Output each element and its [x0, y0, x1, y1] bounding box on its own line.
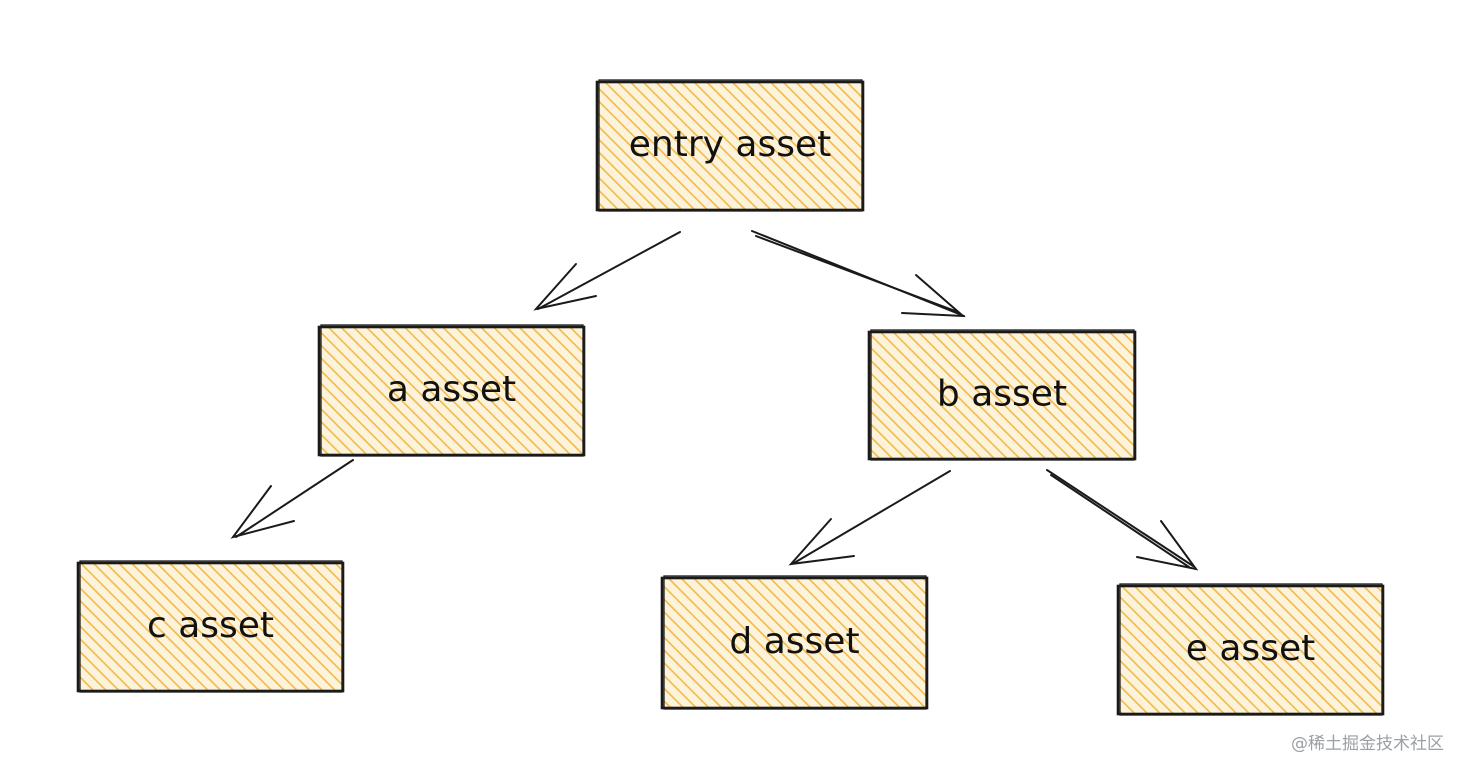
node-d: d asset [660, 575, 929, 710]
node-box-a [317, 325, 586, 457]
node-label-c: c asset [147, 605, 274, 646]
node-a: a asset [317, 324, 586, 457]
edge-a-to-c [230, 459, 354, 539]
node-c: c asset [76, 560, 345, 693]
node-box-e [1116, 584, 1385, 716]
node-box-entry [595, 80, 865, 212]
edge-entry-to-b [751, 230, 966, 318]
node-outline-c [79, 560, 343, 693]
node-b: b asset [867, 329, 1137, 461]
node-label-b: b asset [937, 374, 1067, 415]
node-label-d: d asset [729, 621, 859, 662]
node-outline-b [870, 329, 1135, 461]
node-outline-d [663, 575, 927, 710]
node-outline-e [1119, 583, 1383, 716]
node-label-a: a asset [387, 369, 516, 410]
node-box-d [660, 576, 929, 710]
node-box-b [867, 330, 1137, 461]
node-label-e: e asset [1186, 628, 1315, 669]
node-box-c [76, 561, 345, 693]
edge-entry-to-a [533, 231, 681, 311]
node-outline-a [320, 324, 584, 457]
node-entry: entry asset [595, 79, 865, 212]
node-label-entry: entry asset [629, 124, 831, 165]
edge-b-to-e [1046, 469, 1199, 571]
watermark: @稀土掘金技术社区 [1291, 734, 1444, 754]
edge-b-to-d [788, 470, 951, 566]
node-outline-entry [598, 79, 863, 212]
node-e: e asset [1116, 583, 1385, 716]
